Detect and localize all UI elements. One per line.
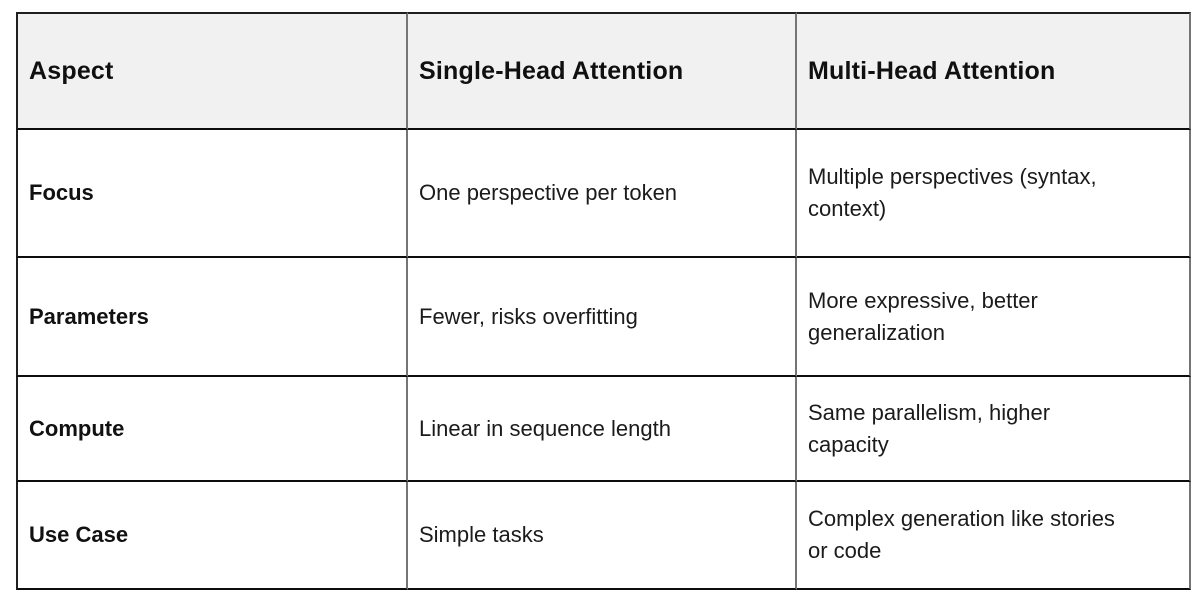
cell-focus-multi: Multiple perspectives (syntax, context) — [797, 130, 1191, 258]
cell-use-case-aspect: Use Case — [16, 482, 408, 590]
table-header-row: Aspect Single-Head Attention Multi-Head … — [16, 12, 1191, 130]
cell-parameters-aspect: Parameters — [16, 258, 408, 377]
cell-parameters-single: Fewer, risks overfitting — [408, 258, 797, 377]
cell-use-case-multi: Complex generation like stories or code — [797, 482, 1191, 590]
cell-use-case-single: Simple tasks — [408, 482, 797, 590]
header-cell-multi-head: Multi-Head Attention — [797, 12, 1191, 130]
table-row-focus: Focus One perspective per token Multiple… — [16, 130, 1191, 258]
header-cell-aspect: Aspect — [16, 12, 408, 130]
cell-compute-multi: Same parallelism, higher capacity — [797, 377, 1191, 482]
cell-focus-aspect: Focus — [16, 130, 408, 258]
cell-parameters-multi: More expressive, better generalization — [797, 258, 1191, 377]
table-row-use-case: Use Case Simple tasks Complex generation… — [16, 482, 1191, 590]
table-row-compute: Compute Linear in sequence length Same p… — [16, 377, 1191, 482]
cell-focus-single: One perspective per token — [408, 130, 797, 258]
table-row-parameters: Parameters Fewer, risks overfitting More… — [16, 258, 1191, 377]
header-cell-single-head: Single-Head Attention — [408, 12, 797, 130]
cell-compute-aspect: Compute — [16, 377, 408, 482]
attention-comparison-table: Aspect Single-Head Attention Multi-Head … — [16, 12, 1191, 590]
cell-compute-single: Linear in sequence length — [408, 377, 797, 482]
